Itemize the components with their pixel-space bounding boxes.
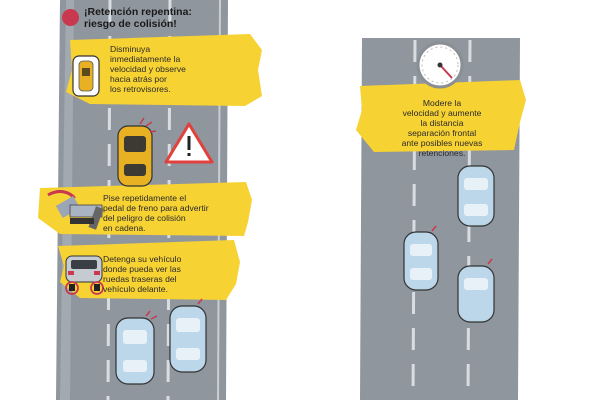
note-line: Disminuya: [110, 44, 151, 54]
title-dot: [62, 9, 79, 26]
note-line: hacia atrás por: [110, 74, 167, 84]
note-line: Detenga su vehículo: [103, 254, 182, 264]
note-line: los retrovisores.: [110, 84, 171, 94]
title-line-1: ¡Retención repentina:: [84, 6, 192, 18]
rear-view-mirror-icon: [72, 55, 100, 97]
note-line: velocidad y aumente: [402, 108, 482, 118]
blue-car-right-road-1: [457, 165, 495, 227]
page-title: ¡Retención repentina: riesgo de colisión…: [84, 6, 244, 30]
note-line: velocidad y observe: [110, 64, 186, 74]
note-line: ante posibles nuevas: [401, 138, 483, 148]
title-line-2: riesgo de colisión!: [84, 18, 177, 30]
warning-triangle-icon: [164, 122, 214, 164]
speedometer-icon: [416, 41, 464, 89]
note-stop: Detenga su vehículo donde pueda ver las …: [103, 254, 223, 294]
rear-car-icon: [65, 255, 104, 295]
note-line: ruedas traseras del: [103, 274, 177, 284]
blue-car-left: [115, 310, 158, 385]
note-line: vehículo delante.: [103, 284, 168, 294]
note-distance: Modere la velocidad y aumente la distanc…: [378, 98, 506, 158]
note-mirrors: Disminuya inmediatamente la velocidad y …: [110, 44, 260, 94]
yellow-car: [117, 117, 157, 187]
note-brake: Pise repetidamente el pedal de freno par…: [103, 193, 243, 233]
note-line: del peligro de colisión: [103, 213, 186, 223]
note-line: pedal de freno para advertir: [103, 203, 209, 213]
note-line: retenciones.: [418, 148, 466, 158]
blue-car-right-road-3: [457, 258, 495, 323]
note-line: la distancia: [420, 118, 464, 128]
note-line: inmediatamente la: [110, 54, 181, 64]
note-line: donde pueda ver las: [103, 264, 181, 274]
brake-pedal-icon: [47, 190, 104, 230]
blue-car-right: [169, 298, 207, 373]
note-line: en cadena.: [103, 223, 146, 233]
note-line: Pise repetidamente el: [103, 193, 187, 203]
blue-car-right-road-2: [403, 225, 439, 291]
note-line: separación frontal: [407, 128, 477, 138]
note-line: Modere la: [422, 98, 462, 108]
